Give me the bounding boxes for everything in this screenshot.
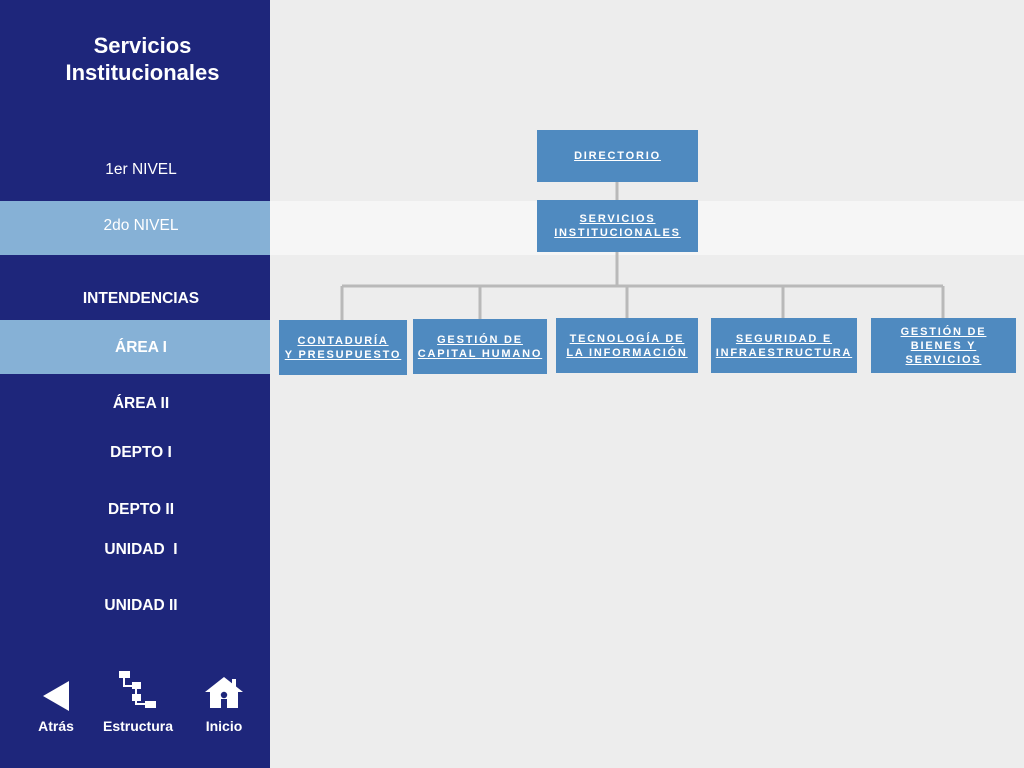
sidebar-highlight-2do-nivel <box>0 201 270 255</box>
org-box-bienes-servicios[interactable]: GESTIÓN DE BIENES Y SERVICIOS <box>871 318 1016 373</box>
sidebar-highlight-area-i <box>0 320 270 374</box>
triangle-left-icon <box>43 681 69 711</box>
sidebar-title: Servicios Institucionales <box>65 33 220 85</box>
structure-label: Estructura <box>102 718 174 734</box>
org-box-capital-humano[interactable]: GESTIÓN DE CAPITAL HUMANO <box>413 319 547 374</box>
sidebar-item-depto-ii[interactable]: DEPTO II <box>107 501 175 518</box>
sidebar-item-2do-nivel[interactable]: 2do NIVEL <box>103 217 179 234</box>
org-box-servicios-institucionales[interactable]: SERVICIOS INSTITUCIONALES <box>537 200 698 252</box>
hierarchy-icon <box>119 671 156 708</box>
sidebar-item-area-ii[interactable]: ÁREA II <box>112 395 170 412</box>
back-button[interactable]: Atrás <box>22 678 90 738</box>
sidebar-item-depto-i[interactable]: DEPTO I <box>110 444 172 461</box>
org-box-seguridad[interactable]: SEGURIDAD E INFRAESTRUCTURA <box>711 318 857 373</box>
structure-button[interactable]: Estructura <box>98 668 178 738</box>
home-label: Inicio <box>205 718 243 734</box>
org-box-directorio[interactable]: DIRECTORIO <box>537 130 698 182</box>
sidebar-item-intendencias[interactable]: INTENDENCIAS <box>82 290 200 307</box>
home-button[interactable]: Inicio <box>190 675 258 738</box>
home-icon <box>205 677 243 708</box>
sidebar: Servicios Institucionales 1er NIVEL 2do … <box>0 0 270 768</box>
sidebar-item-1er-nivel[interactable]: 1er NIVEL <box>105 161 177 178</box>
org-box-tecnologia[interactable]: TECNOLOGÍA DE LA INFORMACIÓN <box>556 318 698 373</box>
sidebar-item-area-i[interactable]: ÁREA I <box>115 339 167 356</box>
sidebar-item-unidad-ii[interactable]: UNIDAD II <box>104 597 178 614</box>
org-box-contaduria[interactable]: CONTADURÍA Y PRESUPUESTO <box>279 320 407 375</box>
back-label: Atrás <box>38 718 74 734</box>
sidebar-item-unidad-i[interactable]: UNIDAD I <box>104 541 178 558</box>
